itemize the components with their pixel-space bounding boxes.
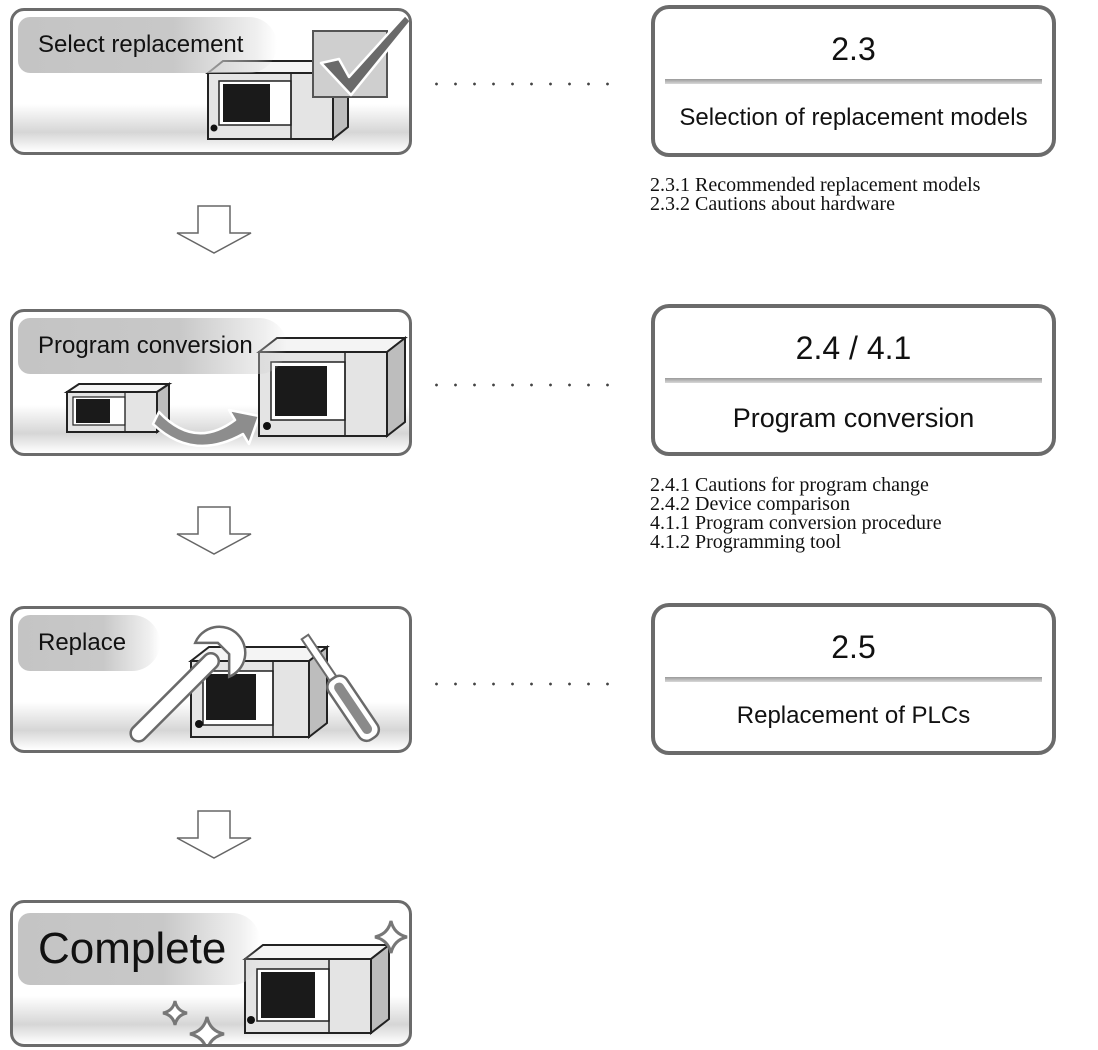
- section-number: 2.4 / 4.1: [795, 330, 912, 366]
- step-label: Program conversion: [18, 318, 287, 374]
- subsection-item: 4.1.2 Programming tool: [650, 531, 842, 553]
- down-arrow-icon: [176, 205, 252, 254]
- sparkle-icon: [162, 1000, 188, 1026]
- section-title: Replacement of PLCs: [736, 702, 971, 729]
- reference-box-2-4-4-1: 2.4 / 4.1 Program conversion: [651, 304, 1056, 456]
- section-title: Selection of replacement models: [679, 104, 1028, 131]
- program-conversion-art: [63, 335, 408, 448]
- section-title: Program conversion: [732, 403, 975, 433]
- section-number: 2.5: [831, 629, 876, 665]
- plc-unit-icon: [242, 942, 392, 1036]
- step-select-replacement: Select replacement: [10, 8, 412, 155]
- divider: [665, 677, 1042, 682]
- down-arrow-icon: [176, 810, 252, 859]
- reference-box-2-5: 2.5 Replacement of PLCs: [651, 603, 1056, 755]
- connector-dots: [427, 383, 623, 387]
- down-arrow-icon: [176, 506, 252, 555]
- curved-arrow-icon: [151, 408, 261, 448]
- subsection-item: 4.1.1 Program conversion procedure: [650, 512, 942, 534]
- checkmark-icon: [312, 13, 409, 98]
- subsection-list: 2.3.1 Recommended replacement models 2.3…: [650, 174, 981, 215]
- divider: [665, 378, 1042, 383]
- step-replace: Replace: [10, 606, 412, 753]
- screwdriver-icon: [300, 633, 381, 743]
- complete-art: [162, 920, 408, 1044]
- plc-unit-icon: [63, 382, 173, 434]
- step-label: Select replacement: [18, 17, 278, 73]
- step-label: Replace: [18, 615, 161, 671]
- subsection-list: 2.4.1 Cautions for program change 2.4.2 …: [650, 474, 942, 553]
- reference-box-2-3: 2.3 Selection of replacement models: [651, 5, 1056, 157]
- sparkle-icon: [374, 920, 408, 954]
- step-label: Complete: [18, 913, 261, 985]
- replace-tools-art: [129, 625, 381, 743]
- step-complete: Complete: [10, 900, 412, 1047]
- sparkle-icon: [189, 1016, 225, 1044]
- plc-with-checkmark-art: [205, 13, 409, 142]
- connector-dots: [427, 82, 623, 86]
- step-program-conversion: Program conversion: [10, 309, 412, 456]
- plc-unit-icon: [256, 335, 408, 439]
- connector-dots: [427, 682, 623, 686]
- plc-unit-icon: [205, 58, 351, 142]
- subsection-item: 2.4.1 Cautions for program change: [650, 474, 929, 496]
- subsection-item: 2.3.1 Recommended replacement models: [650, 174, 981, 196]
- subsection-item: 2.4.2 Device comparison: [650, 493, 850, 515]
- divider: [665, 79, 1042, 84]
- section-number: 2.3: [831, 31, 876, 67]
- wrench-icon: [129, 625, 247, 743]
- subsection-item: 2.3.2 Cautions about hardware: [650, 193, 895, 215]
